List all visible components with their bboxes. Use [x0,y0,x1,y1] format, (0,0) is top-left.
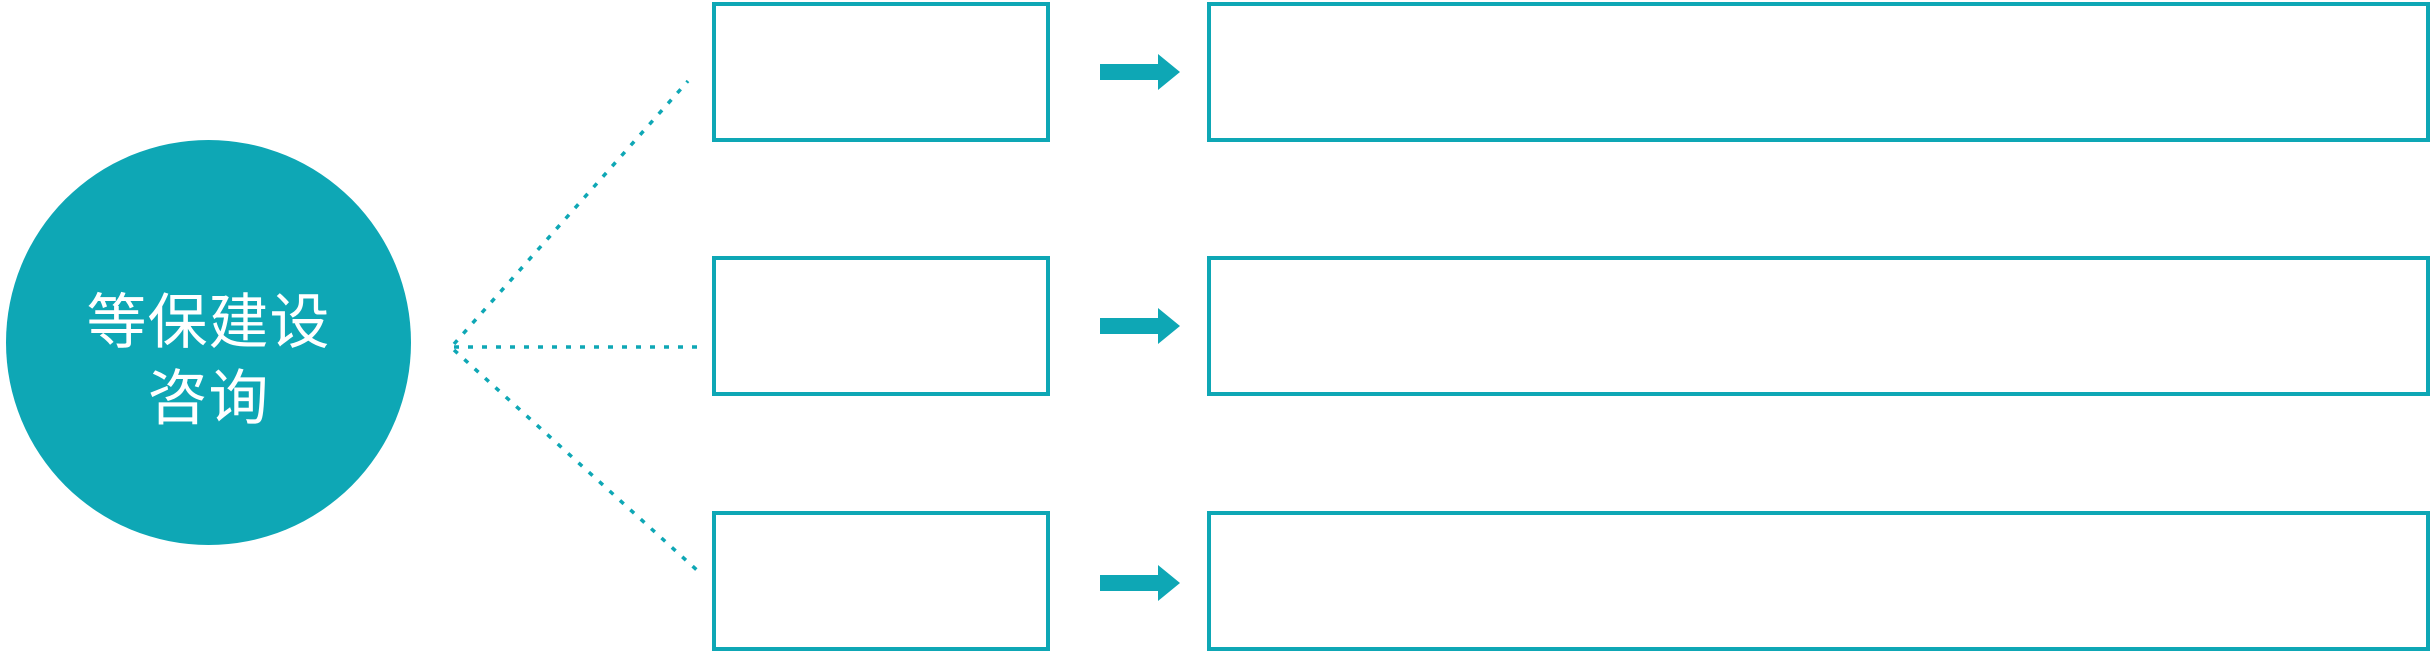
arrow-right-icon [1100,54,1180,90]
branch-2-box [712,256,1050,396]
center-node-label-line2: 咨询 [147,363,270,434]
dotted-connector-line-bottom [452,348,701,574]
center-node-label-line1: 等保建设 [86,287,331,358]
arrow-right-icon [1100,565,1180,601]
branch-2-detail-box [1207,256,2430,396]
arrow-right-icon [1100,308,1180,344]
center-node-label: 等保建设 咨询 [87,249,331,437]
branch-3-detail-box [1207,511,2430,651]
dotted-connector-line-top [452,79,690,346]
branch-3-box [712,511,1050,651]
branch-1-detail-box [1207,2,2430,142]
branch-1-box [712,2,1050,142]
center-node: 等保建设 咨询 [6,140,411,545]
